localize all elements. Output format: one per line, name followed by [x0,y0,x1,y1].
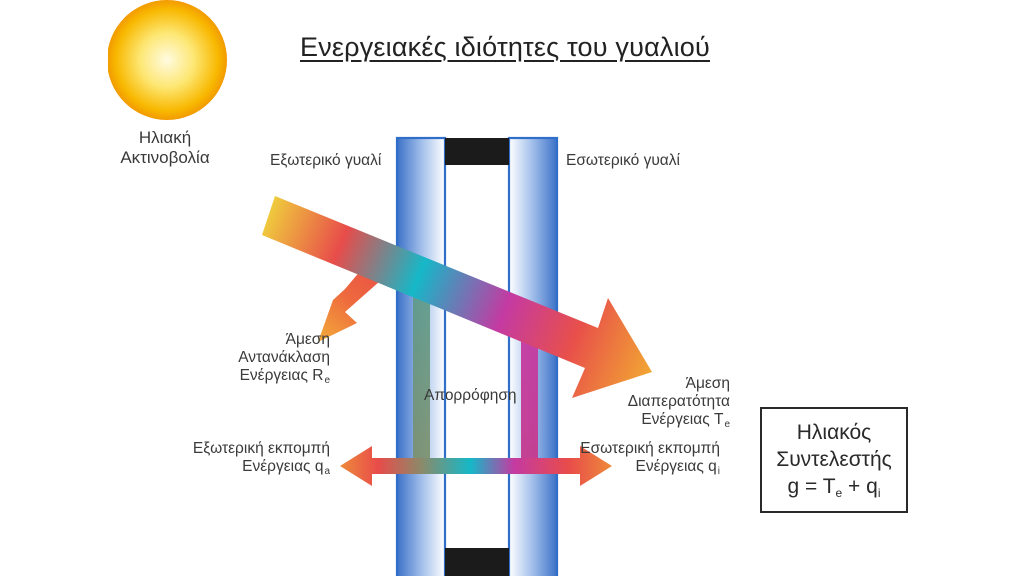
emission-double-arrow [340,446,612,486]
inner-emission-label: Εσωτερική εκπομπή Ενέργειας qi [580,440,720,477]
formula-title-line1: Ηλιακός [796,421,872,444]
spacer-bottom [445,548,509,576]
formula-equation: g = Te + qi [787,475,881,500]
sun-label: Ηλιακή Ακτινοβολία [120,128,210,167]
absorption-stem-inner [521,338,538,460]
solar-factor-box: Ηλιακός Συντελεστής g = Te + qi [760,407,908,513]
sun-icon [107,0,227,120]
diagram-title: Ενεργειακές ιδιότητες του γυαλιού [300,32,710,62]
solar-beam-arrow [262,196,652,398]
absorption-stem-outer [413,282,430,460]
absorption-label: Απορρόφηση [424,387,517,404]
inner-glass-label: Εσωτερικό γυαλί [566,152,680,169]
outer-glass-label: Εξωτερικό γυαλί [270,152,382,169]
reflection-label: Άμεση Αντανάκλαση Ενέργειας Re [238,331,330,386]
spacer-top [445,138,509,165]
transmission-label: Άμεση Διαπερατότητα Ενέργειας Te [627,375,730,430]
formula-title-line2: Συντελεστής [776,448,892,471]
outer-emission-label: Εξωτερική εκπομπή Ενέργειας qa [192,440,330,477]
